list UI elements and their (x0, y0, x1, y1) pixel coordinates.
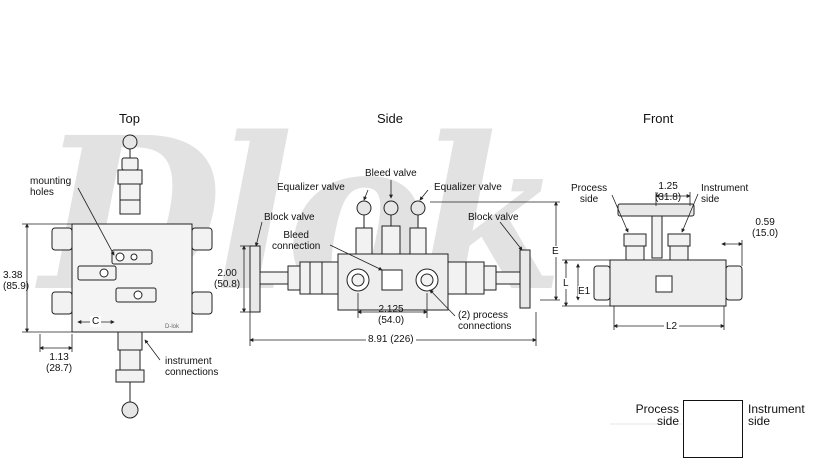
side-view-drawing (249, 200, 531, 313)
front-right-dimension: 0.59(15.0) (752, 217, 779, 239)
side-view-title: Side (377, 111, 404, 126)
side-height-dimension: 2.00(50.8) (214, 268, 241, 290)
e-dimension: E (552, 246, 559, 257)
top-bottom-dimension: 1.13(28.7) (46, 352, 73, 374)
inner-spacing-dimension: 2.125(54.0) (378, 304, 405, 326)
bleed-valve-label: Bleed valve (365, 168, 417, 179)
top-view-title: Top (119, 111, 140, 126)
block-valve-left-label: Block valve (264, 212, 315, 223)
front-view-title: Front (643, 111, 674, 126)
front-view-drawing (593, 203, 743, 307)
top-view-dimensions (22, 187, 161, 361)
top-view-drawing (51, 134, 213, 419)
overall-length-dimension: 8.91 (226) (366, 334, 416, 345)
top-height-dimension: 3.38(85.9) (3, 270, 30, 292)
front-top-dimension: 1.25(31.8) (655, 181, 682, 203)
l2-dimension: L2 (664, 321, 680, 332)
l-dimension: L (563, 278, 569, 289)
equalizer-valve-left-label: Equalizer valve (277, 182, 345, 193)
c-dimension: C (90, 316, 102, 327)
e1-dimension: E1 (578, 286, 591, 297)
body-mark: D-lok (165, 324, 180, 330)
equalizer-valve-right-label: Equalizer valve (434, 182, 502, 193)
side-view-dimensions (240, 180, 560, 346)
legend-box (683, 400, 743, 458)
block-valve-right-label: Block valve (468, 212, 519, 223)
